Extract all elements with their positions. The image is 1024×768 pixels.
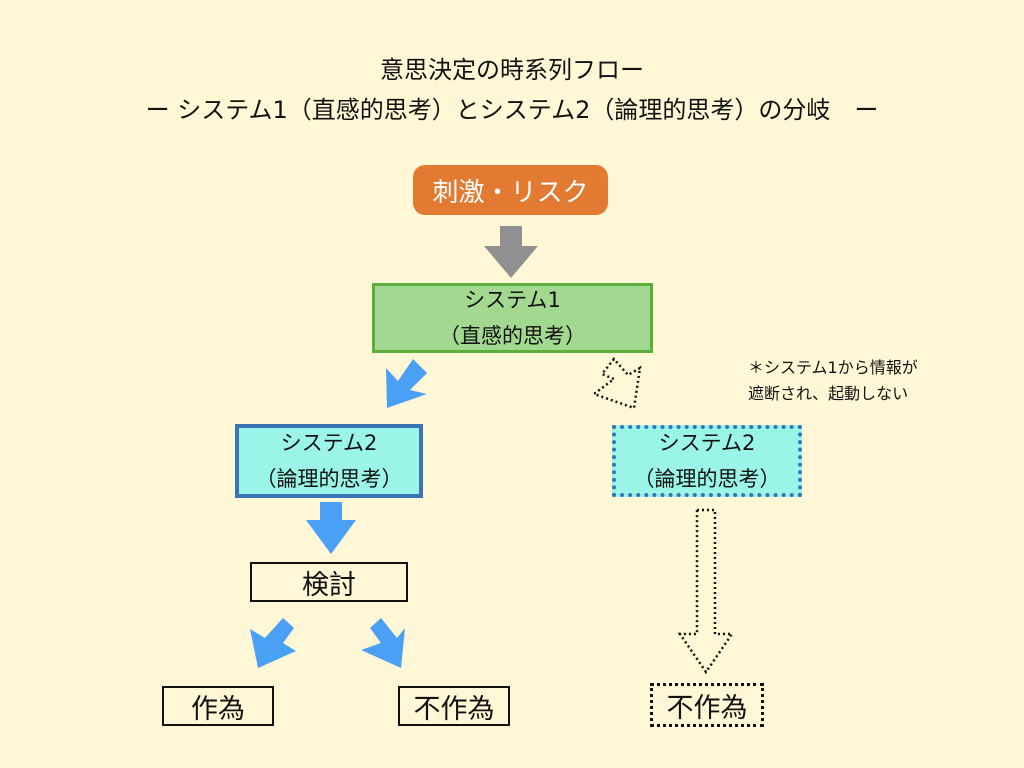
arrow-system2-inactive-to-inaction (677, 508, 735, 675)
arrow-system1-to-system2 (386, 359, 427, 408)
diagram-title: 意思決定の時系列フロー (380, 56, 644, 84)
arrow-deliberation-to-inaction (361, 618, 405, 668)
system2-active-desc: （論理的思考） (255, 467, 403, 491)
system2-active-name: システム2 (280, 431, 378, 455)
system2-inactive-node: システム2 （論理的思考） (612, 425, 802, 497)
stimulus-node: 刺激・リスク (413, 165, 608, 215)
annotation-note: ＊システム1から情報が 遮断され、起動しない (748, 355, 918, 407)
system2-inactive-name: システム2 (658, 431, 756, 455)
arrow-blocked-system1-to-system2 (591, 357, 642, 410)
arrow-stimulus-to-system1 (484, 226, 538, 278)
system1-desc: （直感的思考） (439, 324, 586, 348)
system1-node: システム1 （直感的思考） (372, 283, 653, 353)
diagram-subtitle: ー システム1（直感的思考）とシステム2（論理的思考）の分岐 ー (145, 96, 879, 124)
deliberation-node: 検討 (250, 562, 408, 602)
system1-name: システム1 (464, 288, 561, 312)
system2-inactive-desc: （論理的思考） (633, 467, 781, 491)
note-line-1: ＊システム1から情報が (748, 358, 918, 377)
arrow-deliberation-to-action (250, 618, 296, 668)
inaction-right-node: 不作為 (650, 683, 764, 727)
arrow-system2-to-deliberation (306, 502, 356, 554)
action-node: 作為 (162, 686, 274, 726)
inaction-left-node: 不作為 (398, 686, 510, 726)
system2-active-node: システム2 （論理的思考） (235, 424, 423, 498)
note-line-2: 遮断され、起動しない (748, 384, 909, 403)
